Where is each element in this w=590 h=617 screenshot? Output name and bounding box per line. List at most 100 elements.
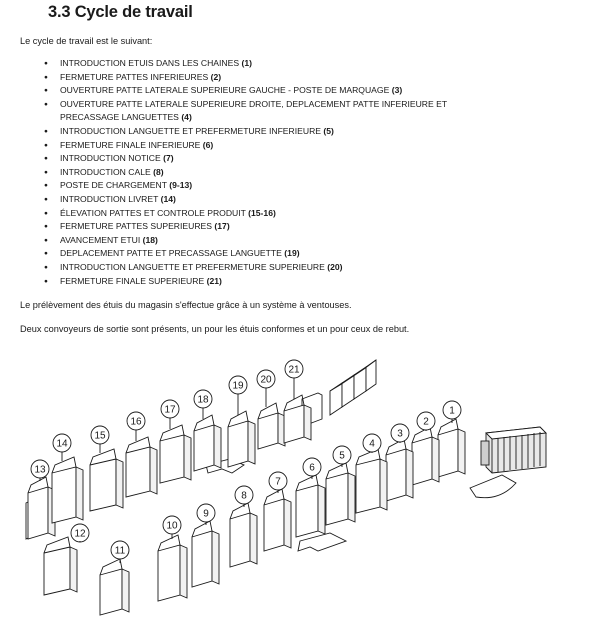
carton-flap [229,502,251,520]
station-number: 20 [260,375,272,386]
cycle-step: INTRODUCTION LANGUETTE ET PREFERMETURE I… [44,125,464,139]
carton-flap [125,436,151,454]
carton-body [229,512,251,568]
carton-body [385,448,407,502]
carton-body [125,446,151,498]
carton-flap [193,414,215,432]
carton-side [277,412,286,447]
carton-side [149,446,158,495]
station-10: 10 [157,515,188,602]
carton-flap [325,462,349,480]
cycle-step: DEPLACEMENT PATTE ET PRECASSAGE LANGUETT… [44,247,464,261]
cycle-step: INTRODUCTION LIVRET (14) [44,193,464,207]
cycle-step-ref: (21) [206,275,222,286]
station-18: 18 [193,389,222,472]
cycle-step-text: INTRODUCTION CALE [60,166,151,177]
station-number: 6 [309,463,315,474]
carton-body [227,420,249,468]
station-11: 11 [99,540,130,616]
cycle-step-ref: (2) [210,71,222,82]
station-number: 4 [369,439,375,450]
carton-body [325,472,349,526]
station-number: 15 [94,431,106,442]
carton-magazine [480,426,547,474]
cycle-step-ref: (4) [181,112,192,123]
carton-body [159,434,185,484]
carton-flap [191,520,213,538]
cycle-step: FERMETURE FINALE SUPERIEURE (21) [44,275,464,289]
carton-flap [89,448,117,466]
cycle-step: FERMETURE PATTES INFERIEURES (2) [44,71,464,85]
pickup-arc [469,474,517,499]
carton-side [405,448,414,499]
station-19: 19 [227,375,256,468]
carton-body [257,412,279,450]
station-20: 20 [256,369,286,450]
station-21: 21 [283,359,312,444]
carton-body [51,466,77,524]
station-15: 15 [89,425,124,512]
cycle-step: INTRODUCTION NOTICE (7) [44,152,464,166]
station-number: 19 [232,381,244,392]
section-title: 3.3 Cycle de travail [48,3,193,21]
station-number: 9 [203,509,209,520]
carton-side [69,546,78,593]
carton-side [283,498,292,549]
cycle-step-text: INTRODUCTION ETUIS DANS LES CHAINES [60,58,240,68]
carton-flap [263,488,285,506]
cycle-step: FERMETURE PATTES SUPERIEURES (17) [44,220,464,234]
cycle-step: INTRODUCTION ETUIS DANS LES CHAINES (1) [44,57,464,71]
station-1: 1 [437,400,466,478]
carton-flap [227,410,249,428]
cycle-step: INTRODUCTION CALE (8) [44,166,464,180]
carton-side [303,404,312,441]
carton-side [115,458,124,509]
cycle-step: OUVERTURE PATTE LATERALE SUPERIEURE GAUC… [44,84,464,98]
carton-flap [159,424,185,442]
output-stack [329,359,377,416]
cycle-step-ref: (3) [391,85,403,96]
cycle-step-ref: (15-16) [248,207,276,218]
station-3: 3 [385,423,414,502]
station-5: 5 [325,445,356,526]
carton-side [431,436,440,483]
station-17: 17 [159,399,192,484]
carton-side [75,466,84,521]
station-number: 10 [166,521,178,532]
carton-side [317,484,326,535]
carton-side [347,472,356,523]
cycle-step-text: INTRODUCTION LANGUETTE ET PREFERMETURE I… [60,125,322,136]
carton-flap [411,426,433,444]
cycle-step-ref: (8) [153,166,164,177]
cycle-step: INTRODUCTION LANGUETTE ET PREFERMETURE S… [44,261,464,275]
cycle-step-ref: (20) [327,261,343,272]
station-number: 1 [449,406,455,417]
carton-flap [43,536,71,554]
carton-side [121,568,130,613]
cycle-step: AVANCEMENT ETUI (18) [44,234,464,248]
station-number: 21 [288,365,300,376]
paragraph-conveyors: Deux convoyeurs de sortie sont présents,… [20,324,410,334]
cycle-step: OUVERTURE PATTE LATERALE SUPERIEURE DROI… [44,98,464,125]
cycle-step-text: INTRODUCTION NOTICE [60,153,161,164]
station-9: 9 [191,503,220,588]
cycle-step-ref: (9-13) [169,180,193,191]
carton-body [295,484,319,538]
cycle-step-text: FERMETURE PATTES SUPERIEURES [60,221,213,232]
carton-flap [295,474,319,492]
cycle-step-text: FERMETURE FINALE SUPERIEURE [60,275,205,286]
station-4: 4 [355,433,388,514]
cycle-step-ref: (7) [163,153,174,164]
carton-side [211,530,220,585]
carton-flap [385,438,407,456]
carton-flap [27,476,49,494]
intro-text: Le cycle de travail est le suivant: [20,36,153,46]
station-13: 13 [27,459,56,540]
cycle-step-ref: (14) [160,193,176,204]
work-cycle-list: INTRODUCTION ETUIS DANS LES CHAINES (1)F… [44,57,464,288]
carton-body [99,568,123,616]
station-number: 7 [275,477,281,488]
cycle-step: FERMETURE FINALE INFERIEURE (6) [44,139,464,153]
carton-flap [283,394,305,412]
